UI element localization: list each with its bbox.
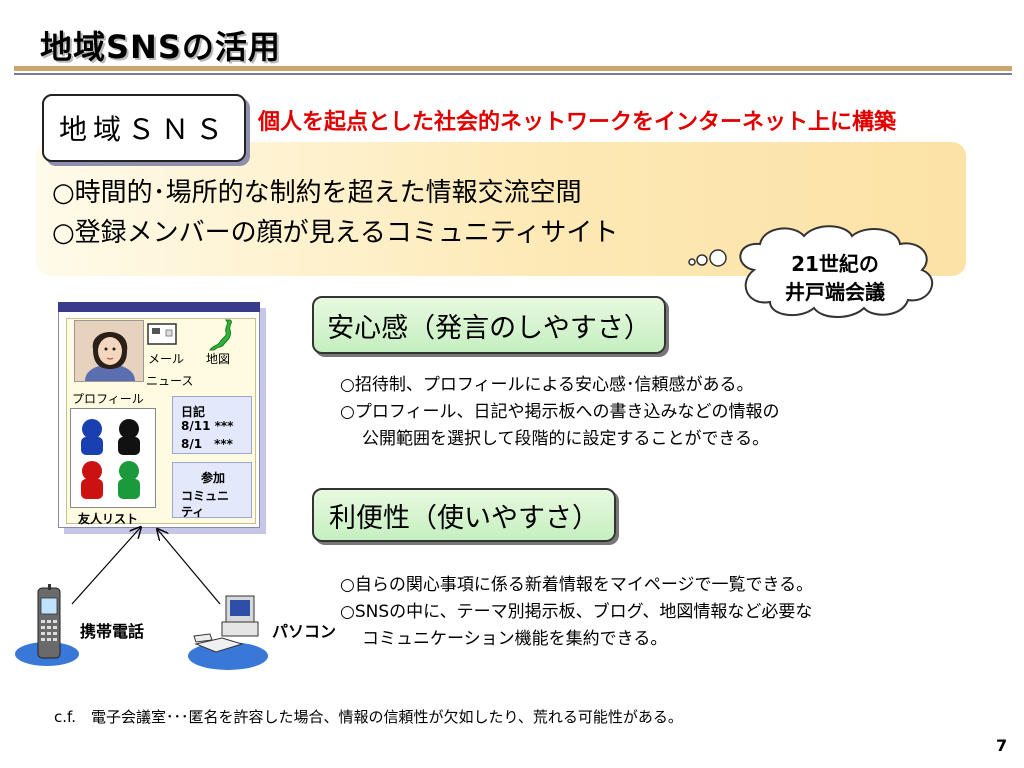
security-bullet-2-cont: 公開範囲を選択して段階的に設定することができる。 bbox=[362, 429, 770, 449]
definition-caption: 個人を起点とした社会的ネットワークをインターネット上に構築 bbox=[258, 110, 897, 135]
regional-sns-label: 地域ＳＮＳ bbox=[42, 94, 246, 162]
news-label: ニュース bbox=[146, 374, 194, 388]
security-bullet-1: ○招待制、プロフィールによる安心感･信頼感がある。 bbox=[340, 375, 754, 395]
thought-cloud-icon bbox=[688, 225, 934, 318]
connection-arrows bbox=[71, 520, 221, 605]
diary-entry-2: 8/1 *** bbox=[181, 437, 233, 451]
community-panel: 参加 コミュニ ティ bbox=[172, 462, 252, 519]
convenience-bullet-1: ○自らの関心事項に係る新着情報をマイページで一覧できる。 bbox=[340, 575, 814, 595]
definition-line-2: ○登録メンバーの顔が見えるコミュニティサイト bbox=[52, 218, 619, 248]
cloud-caption: 21世紀の 井戸端会議 bbox=[760, 250, 910, 306]
convenience-bullet-2: ○SNSの中に、テーマ別掲示板、ブログ、地図情報など必要な bbox=[340, 602, 813, 622]
diary-entry-1: 8/11 *** bbox=[181, 419, 234, 433]
profile-label: プロフィール bbox=[72, 392, 144, 406]
community-line-2: コミュニ bbox=[181, 489, 230, 503]
personal-computer-icon bbox=[188, 595, 268, 670]
friend-avatar-2 bbox=[118, 419, 140, 455]
friend-avatars-icon bbox=[81, 419, 140, 499]
mail-icon bbox=[147, 323, 177, 345]
definition-line-1: ○時間的･場所的な制約を超えた情報交流空間 bbox=[52, 178, 582, 208]
diary-panel: 日記 8/11 *** 8/1 *** bbox=[172, 396, 252, 454]
friend-avatar-4 bbox=[118, 461, 140, 499]
community-line-1: 参加 bbox=[201, 471, 226, 485]
title-rule bbox=[14, 66, 1012, 71]
map-icon bbox=[209, 319, 232, 351]
page-number: 7 bbox=[996, 736, 1008, 755]
mail-label: メール bbox=[148, 352, 185, 366]
footnote: c.f. 電子会議室･･･匿名を許容した場合、情報の信頼性が欠如したり、荒れる可… bbox=[54, 708, 683, 726]
cloud-line-1: 21世紀の bbox=[791, 252, 879, 276]
pc-label: パソコン bbox=[272, 622, 337, 641]
friend-avatar-1 bbox=[81, 419, 103, 455]
mobile-phone-label: 携帯電話 bbox=[80, 622, 145, 641]
map-label: 地図 bbox=[206, 352, 231, 366]
slide-title: 地域SNSの活用 bbox=[40, 28, 281, 66]
friend-list-panel bbox=[70, 408, 156, 508]
heading-convenience: 利便性（使いやすさ） bbox=[312, 488, 616, 542]
convenience-bullet-2-cont: コミュニケーション機能を集約できる。 bbox=[362, 629, 668, 649]
title-rule-secondary bbox=[14, 73, 1012, 75]
diary-title: 日記 bbox=[181, 405, 206, 419]
security-bullet-2: ○プロフィール、日記や掲示板への書き込みなどの情報の bbox=[340, 402, 780, 422]
community-line-3: ティ bbox=[181, 505, 205, 519]
mobile-phone-icon bbox=[15, 584, 79, 666]
profile-photo bbox=[74, 320, 144, 382]
mock-page-header bbox=[58, 302, 260, 312]
cloud-line-2: 井戸端会議 bbox=[785, 280, 885, 304]
friends-label: 友人リスト bbox=[78, 512, 139, 526]
heading-sense-of-security: 安心感（発言のしやすさ） bbox=[312, 296, 666, 354]
friend-avatar-3 bbox=[81, 461, 103, 499]
